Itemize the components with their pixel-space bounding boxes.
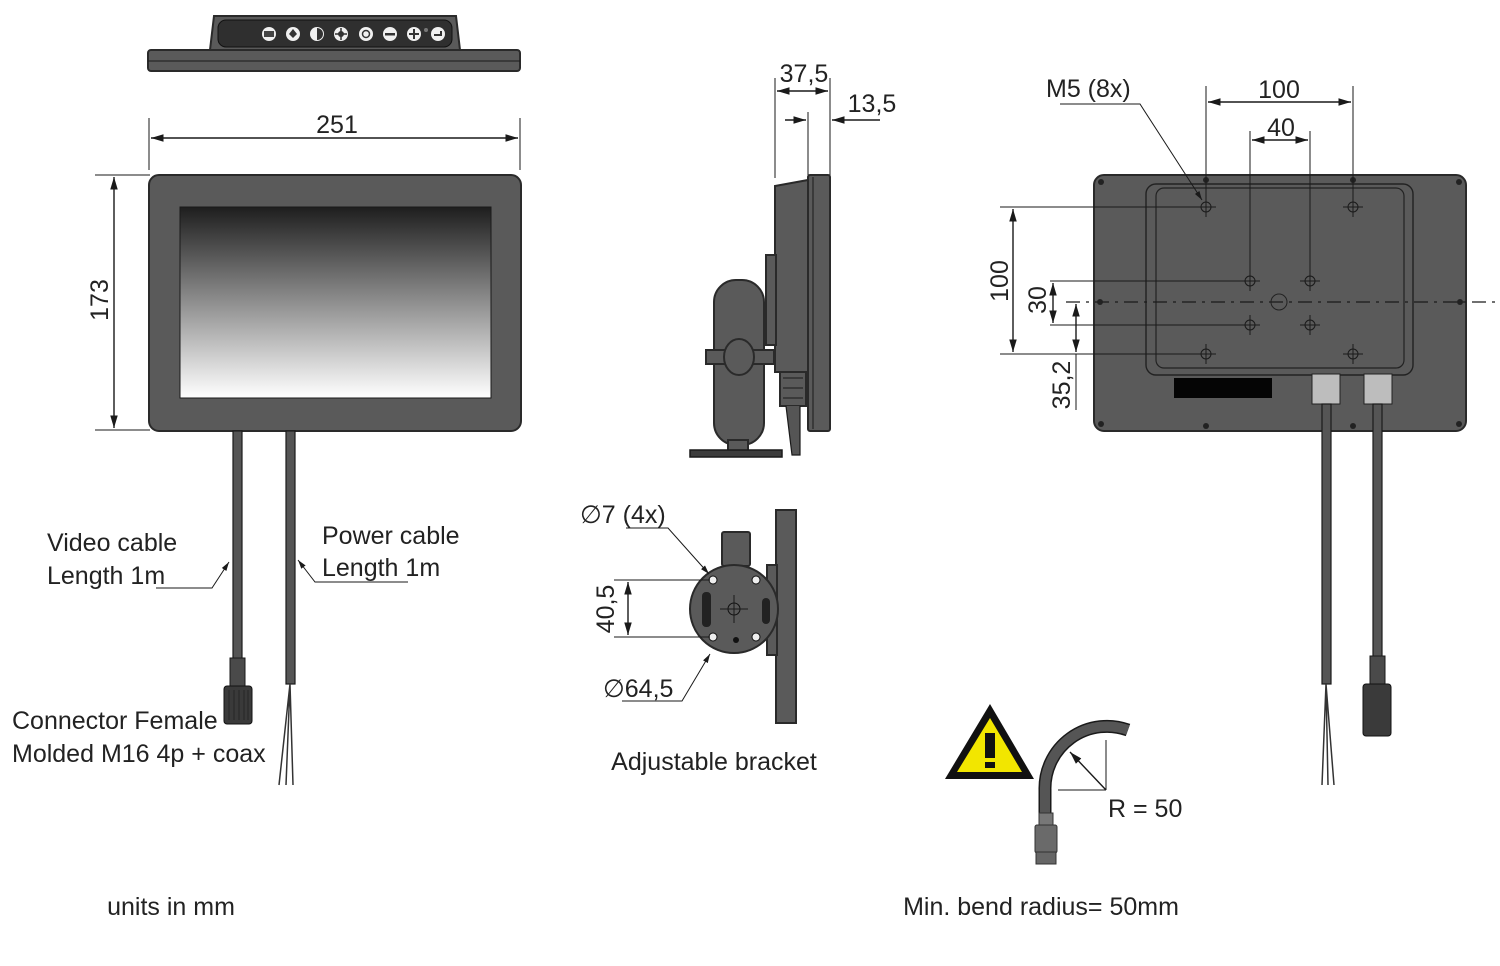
front-view: 251 173 Video cable Length 1m Power cabl… [12, 111, 522, 786]
thread-label: M5 (8x) [1046, 75, 1131, 103]
plus-icon [407, 27, 421, 41]
rear-view: 100 40 100 30 35,2 M5 (8x) [986, 75, 1500, 786]
input-source-icon [262, 27, 276, 41]
horizontal-inner-dimension: 40 [1267, 114, 1295, 142]
rear-power-cable [1321, 403, 1332, 685]
vertical-inner-dimension: 30 [1024, 286, 1052, 314]
vertical-outer-dimension: 100 [986, 260, 1014, 302]
hole-diameter-label: ∅7 (4x) [580, 501, 666, 529]
bezel-dimension: 13,5 [848, 90, 897, 118]
bracket-plate [775, 509, 797, 724]
bracket-caption: Adjustable bracket [611, 748, 817, 776]
monitor-rear-housing [1093, 174, 1467, 432]
top-view [147, 15, 521, 72]
connector-label: Connector Female [12, 707, 218, 735]
enter-icon [431, 27, 445, 41]
power-cable-length-label: Length 1m [322, 554, 440, 582]
power-cable [285, 430, 296, 685]
m16-connector [223, 685, 253, 725]
video-cable-label: Video cable [47, 529, 177, 557]
side-view: 37,5 13,5 [689, 60, 897, 458]
units-note: units in mm [107, 893, 235, 921]
reset-icon [359, 27, 373, 41]
rear-video-cable [1372, 403, 1383, 658]
minus-icon [383, 27, 397, 41]
power-wires [278, 683, 294, 786]
power-cable-label: Power cable [322, 522, 460, 550]
hole-spacing-dimension: 40,5 [592, 585, 620, 634]
brightness-contrast-icon [310, 27, 324, 41]
height-dimension: 173 [86, 279, 114, 321]
radius-label: R = 50 [1108, 795, 1182, 823]
mount-base [689, 449, 783, 458]
video-cable [232, 430, 243, 660]
depth-dimension: 37,5 [780, 60, 829, 88]
brightness-icon [334, 27, 348, 41]
plate-diameter-label: ∅64,5 [603, 675, 673, 703]
connector-type-label: Molded M16 4p + coax [12, 740, 266, 768]
offset-dimension: 35,2 [1048, 361, 1076, 410]
label-plate [1174, 378, 1272, 398]
width-dimension: 251 [316, 111, 358, 139]
control-buttons [262, 27, 445, 41]
auto-adjust-icon [286, 27, 300, 41]
video-cable-length-label: Length 1m [47, 562, 165, 590]
bracket-view: 40,5 ∅7 (4x) ∅64,5 Adjustable bracket [580, 501, 817, 776]
bend-radius-note: R = 50 Min. bend radius= 50mm [903, 704, 1182, 921]
bend-radius-caption: Min. bend radius= 50mm [903, 893, 1179, 921]
monitor-screen [179, 206, 492, 399]
horizontal-outer-dimension: 100 [1258, 76, 1300, 104]
status-led-icon [424, 28, 428, 32]
